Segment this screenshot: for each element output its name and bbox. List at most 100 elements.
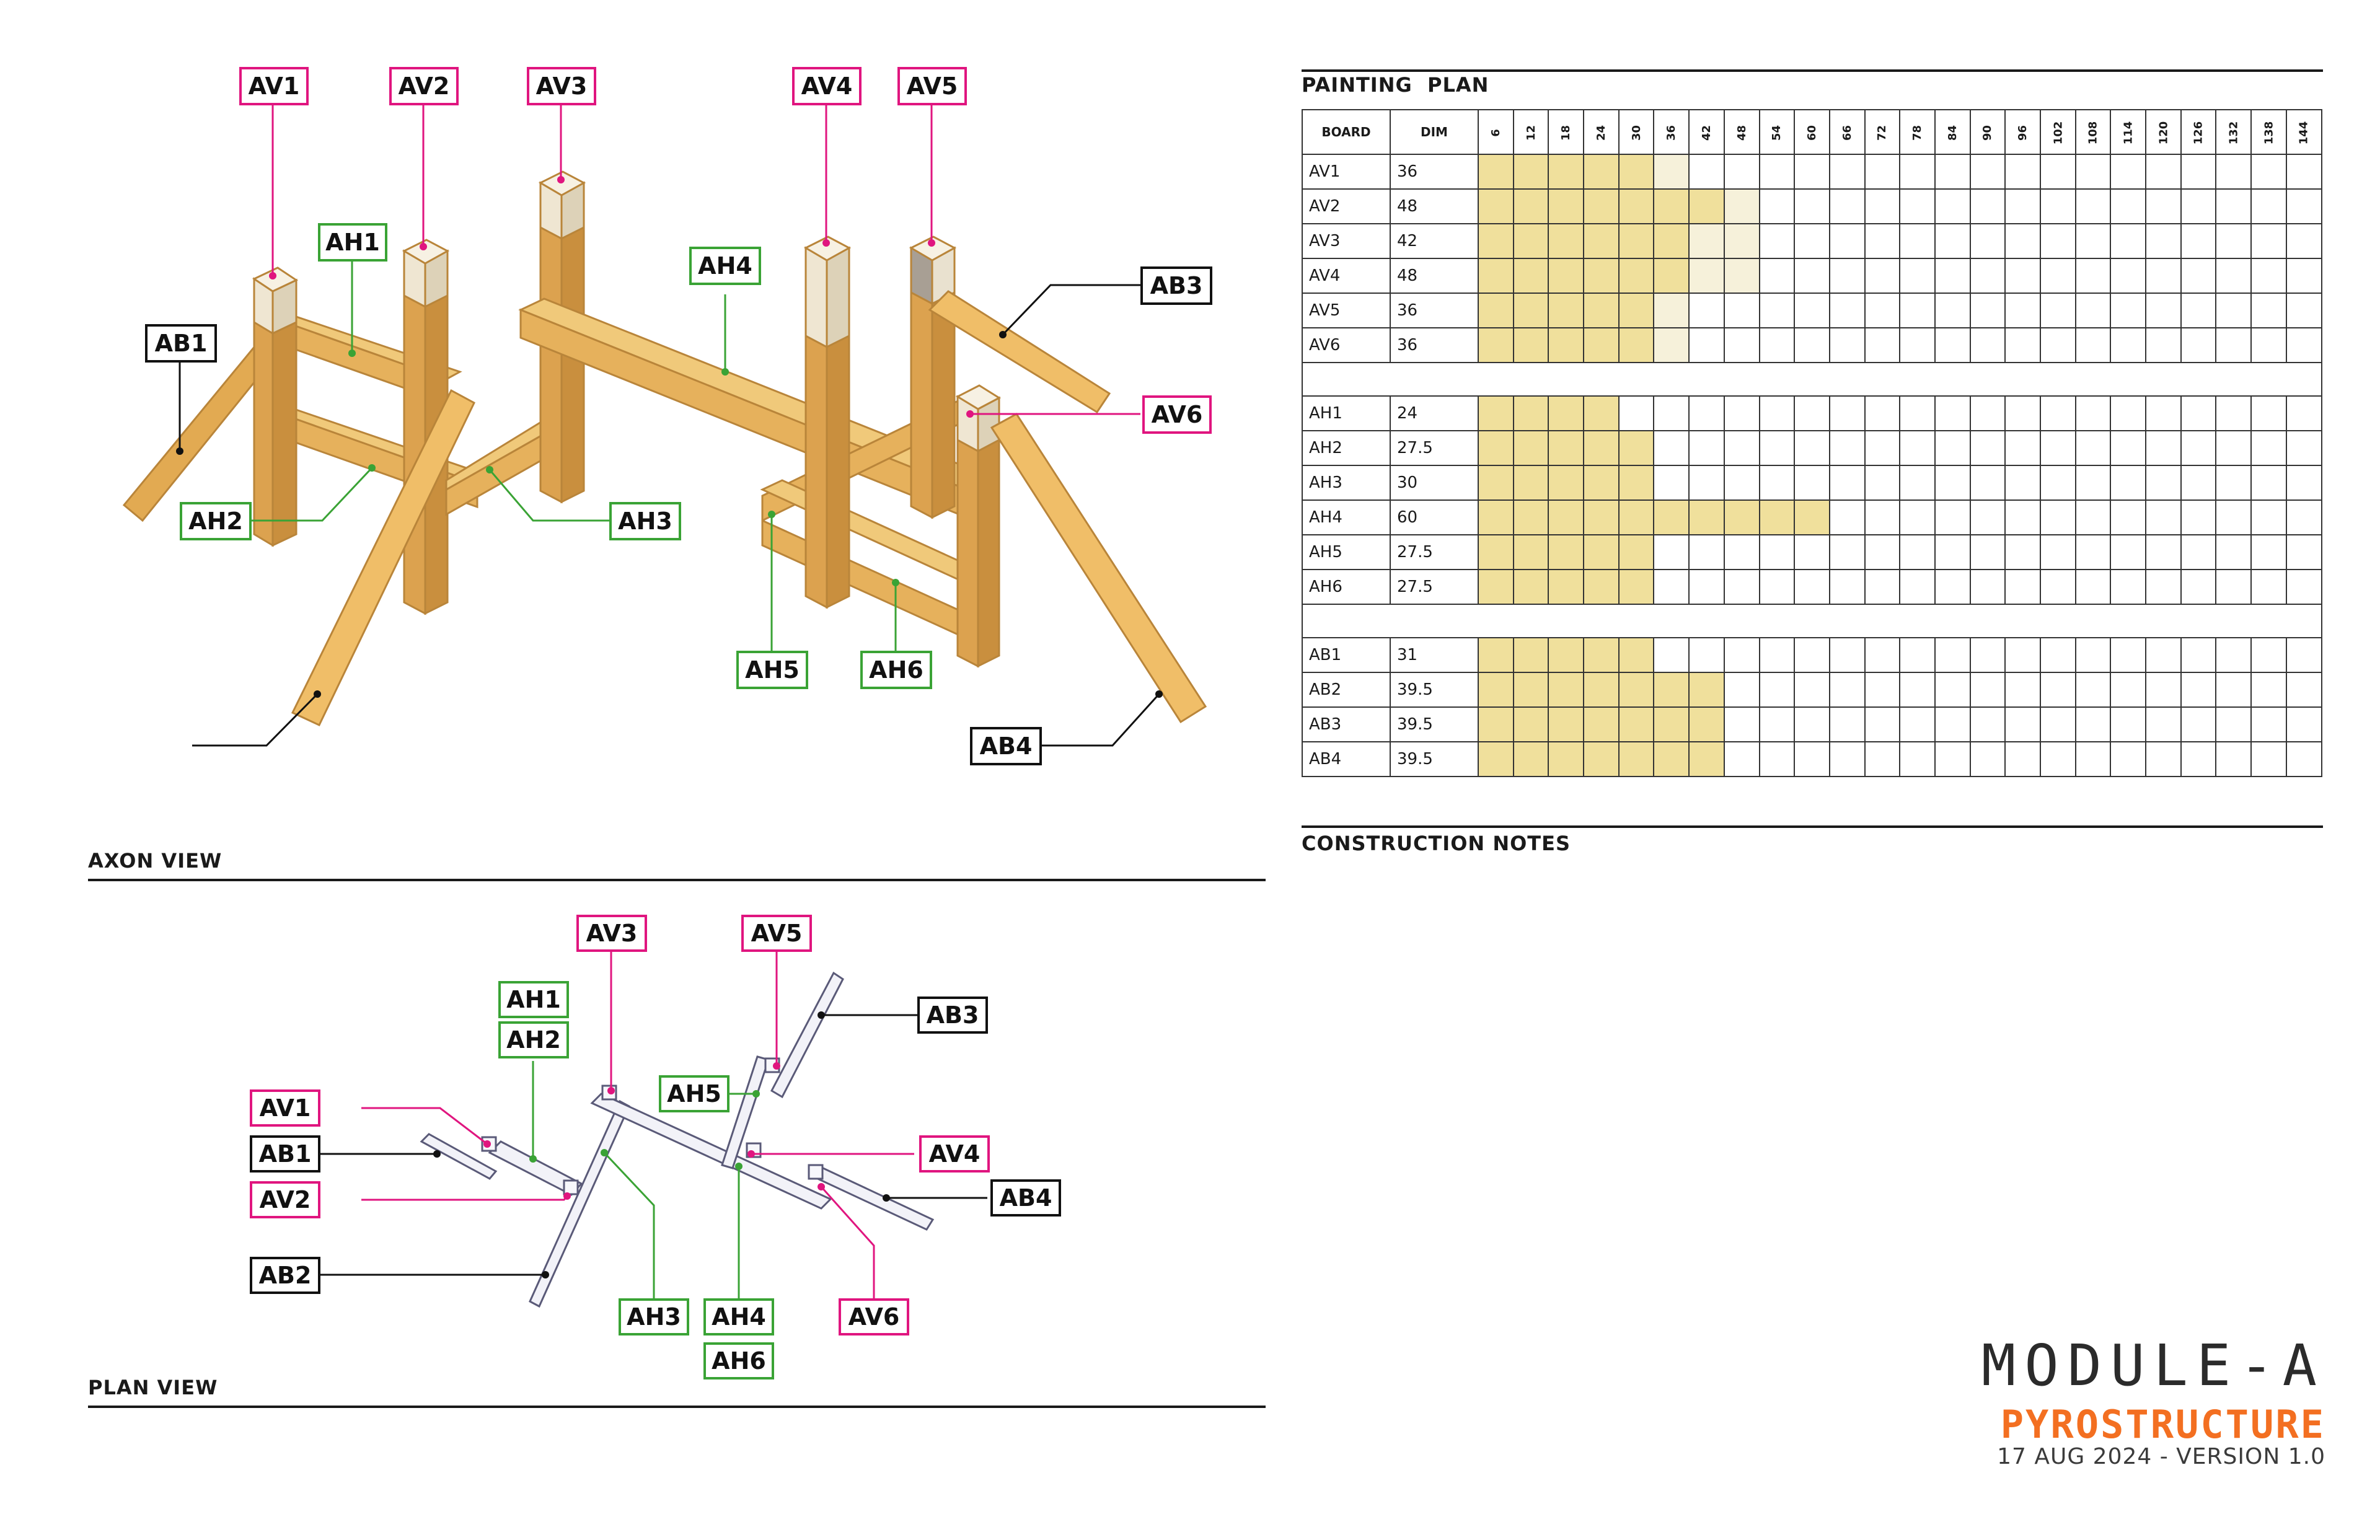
paint-cell: [1618, 741, 1655, 777]
paint-cell: [2074, 672, 2112, 708]
paint-cell: [2145, 741, 2182, 777]
paint-cell: [1969, 637, 2006, 673]
paint-cell: [2040, 154, 2076, 190]
paint-cell: [1864, 465, 1901, 501]
inch-column-header: 138: [2250, 109, 2287, 155]
paint-cell: [2250, 327, 2287, 363]
paint-cell: [1512, 637, 1549, 673]
axon-label-av1: AV1: [239, 67, 309, 105]
paint-cell: [1512, 430, 1549, 466]
paint-cell: [1794, 465, 1830, 501]
paint-cell: [1618, 258, 1655, 294]
plan-label-av1: AV1: [250, 1089, 320, 1127]
paint-cell: [1653, 258, 1690, 294]
paint-cell: [2285, 430, 2322, 466]
plan-view-drawing: AV3 AV5 AB3 AH1 AH2 AH5 AV1 AB1 AV2 AB2 …: [250, 915, 1061, 1379]
paint-cell: [1688, 258, 1725, 294]
paint-cell: [2074, 741, 2112, 777]
paint-cell: [1583, 430, 1620, 466]
paint-cell: [1583, 706, 1620, 742]
paint-cell: [1653, 223, 1690, 259]
paint-cell: [2040, 499, 2076, 535]
paint-cell: [1618, 154, 1655, 190]
paint-cell: [1653, 672, 1690, 708]
paint-cell: [1934, 395, 1971, 431]
paint-cell: [1688, 327, 1725, 363]
paint-cell: [1934, 672, 1971, 708]
paint-cell: [1758, 672, 1796, 708]
paint-cell: [2215, 672, 2252, 708]
paint-cell: [2215, 465, 2252, 501]
paint-cell: [1653, 637, 1690, 673]
plan-ab3: [770, 971, 844, 1099]
paint-cell: [2250, 637, 2287, 673]
inch-column-header: 78: [1899, 109, 1936, 155]
paint-cell: [1794, 154, 1830, 190]
paint-cell: [1899, 154, 1936, 190]
paint-cell: [1583, 672, 1620, 708]
axon-label-ab4: AB4: [970, 727, 1042, 765]
paint-cell: [2180, 534, 2217, 570]
paint-cell: [1794, 293, 1830, 328]
paint-cell: [2145, 154, 2182, 190]
paint-cell: [2074, 293, 2112, 328]
paint-cell: [1828, 637, 1866, 673]
paint-cell: [1583, 534, 1620, 570]
board-cell: AV3: [1302, 223, 1391, 259]
paint-cell: [2180, 223, 2217, 259]
svg-text:AV1: AV1: [249, 73, 300, 100]
axon-label-av2: AV2: [389, 67, 459, 105]
paint-cell: [1864, 430, 1901, 466]
paint-cell: [1512, 672, 1549, 708]
paint-cell: [2004, 465, 2041, 501]
paint-cell: [2074, 465, 2112, 501]
inch-column-header: 96: [2004, 109, 2041, 155]
paint-cell: [2110, 430, 2147, 466]
inch-column-header: 66: [1828, 109, 1866, 155]
paint-cell: [2074, 637, 2112, 673]
paint-cell: [2180, 258, 2217, 294]
paint-cell: [2074, 534, 2112, 570]
paint-cell: [2040, 706, 2076, 742]
paint-cell: [1899, 395, 1936, 431]
axon-callout-leaders: [178, 105, 1160, 747]
axon-view-drawing: AV1 AV2 AV3 AV4 AV5 AV6 AH1 AH4 AH2 AH3 …: [122, 67, 1212, 765]
paint-cell: [1969, 223, 2006, 259]
paint-cell: [1828, 395, 1866, 431]
paint-cell: [2285, 534, 2322, 570]
paint-cell: [1828, 430, 1866, 466]
paint-cell: [2110, 293, 2147, 328]
paint-cell: [1583, 223, 1620, 259]
paint-cell: [1548, 499, 1585, 535]
paint-cell: [1478, 188, 1514, 224]
paint-cell: [1583, 499, 1620, 535]
plan-label-ah2: AH2: [498, 1021, 569, 1058]
inch-column-header: 144: [2285, 109, 2322, 155]
paint-cell: [2285, 395, 2322, 431]
paint-cell: [1478, 430, 1514, 466]
svg-text:AB1: AB1: [155, 330, 208, 357]
paint-cell: [2180, 741, 2217, 777]
paint-cell: [1794, 637, 1830, 673]
paint-cell: [1688, 741, 1725, 777]
paint-cell: [1794, 672, 1830, 708]
axon-label-ah4: AH4: [689, 247, 761, 285]
paint-cell: [1688, 293, 1725, 328]
paint-cell: [1618, 465, 1655, 501]
paint-cell: [2145, 637, 2182, 673]
paint-cell: [2215, 258, 2252, 294]
paint-cell: [2040, 293, 2076, 328]
paint-cell: [1478, 154, 1514, 190]
paint-cell: [1828, 672, 1866, 708]
paint-cell: [1512, 223, 1549, 259]
paint-cell: [2110, 327, 2147, 363]
paint-cell: [1723, 534, 1760, 570]
paint-cell: [1512, 293, 1549, 328]
paint-cell: [1864, 706, 1901, 742]
paint-cell: [1478, 223, 1514, 259]
inch-column-header: 18: [1548, 109, 1585, 155]
paint-cell: [2110, 672, 2147, 708]
